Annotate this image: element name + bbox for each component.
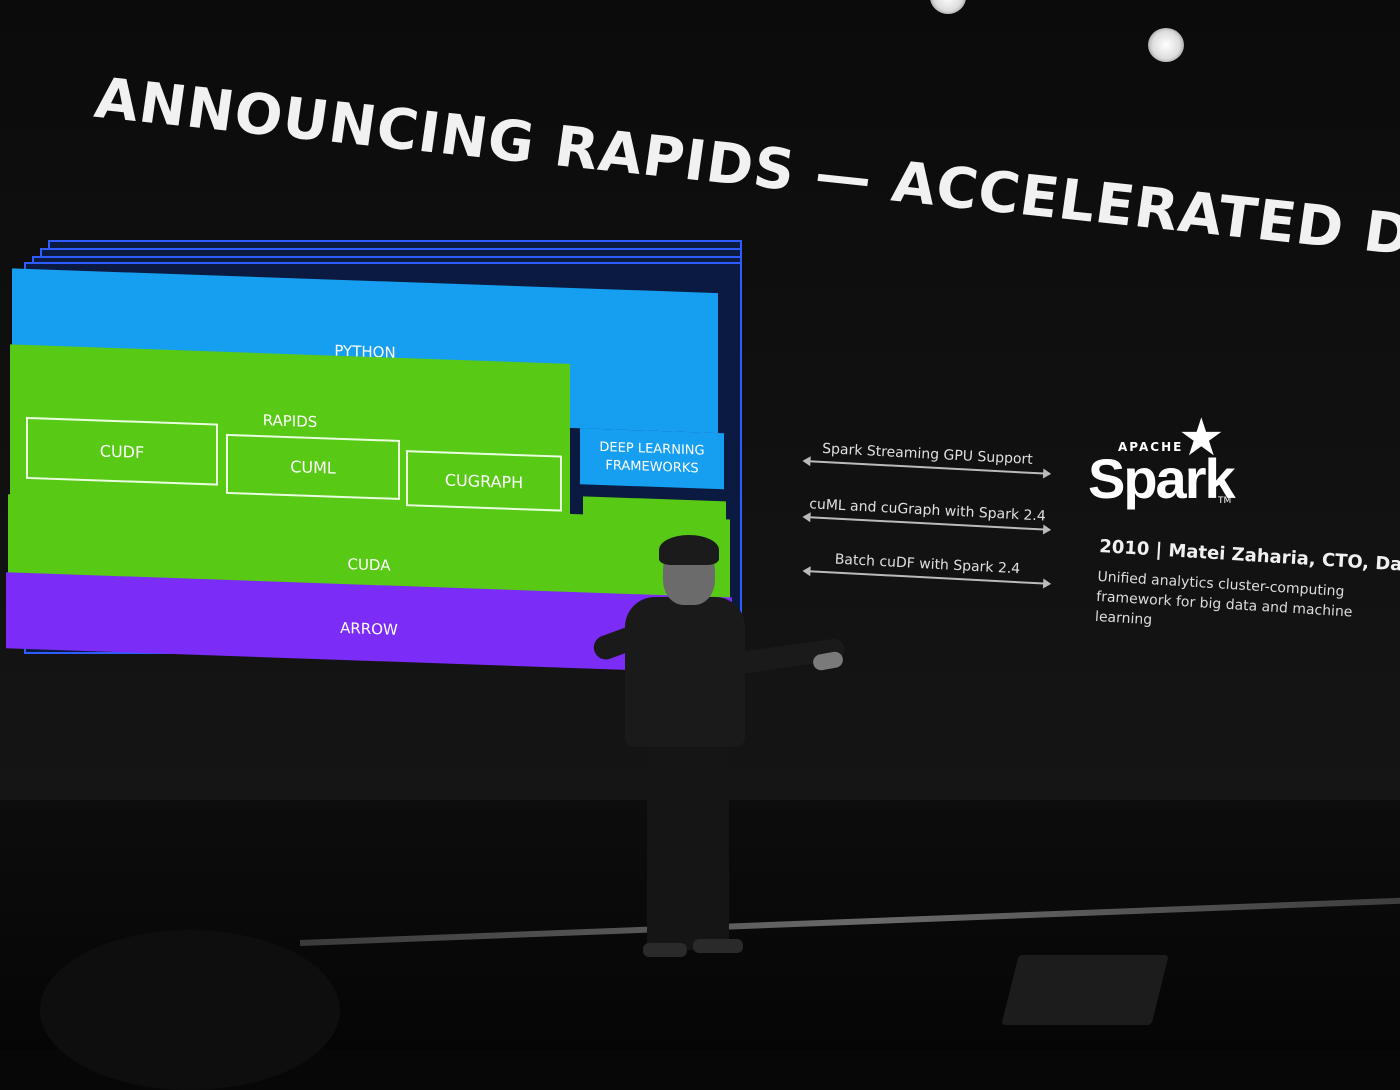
deep-learning-frameworks-layer: DEEP LEARNING FRAMEWORKS bbox=[580, 428, 724, 490]
presenter bbox=[585, 535, 846, 965]
spark-info: 2010 | Matei Zaharia, CTO, Databricks Un… bbox=[1094, 536, 1400, 646]
presenter-shoe bbox=[693, 939, 743, 953]
spotlight-icon bbox=[1148, 28, 1184, 62]
presenter-legs bbox=[647, 740, 729, 950]
spark-logo-wordmark: Spark bbox=[1088, 447, 1236, 510]
presenter-shoe bbox=[643, 943, 687, 957]
star-icon: ★ bbox=[1178, 408, 1225, 468]
audience-silhouette bbox=[40, 930, 340, 1090]
spotlight-icon bbox=[930, 0, 966, 14]
spark-logo-apache: APACHE bbox=[1118, 440, 1184, 454]
presenter-jacket bbox=[625, 597, 745, 747]
presenter-hair bbox=[659, 535, 719, 565]
spark-logo-trademark: TM bbox=[1218, 496, 1232, 506]
rapids-stack-diagram: PYTHON RAPIDS CUDF CUML CUGRAPH DEEP LEA… bbox=[0, 240, 760, 674]
apache-spark-logo: ★ APACHE Spark TM bbox=[1088, 412, 1248, 518]
cudf-box: CUDF bbox=[26, 416, 218, 486]
cuml-box: CUML bbox=[226, 433, 400, 500]
cugraph-box: CUGRAPH bbox=[406, 450, 562, 512]
stage-monitor bbox=[1001, 955, 1169, 1025]
